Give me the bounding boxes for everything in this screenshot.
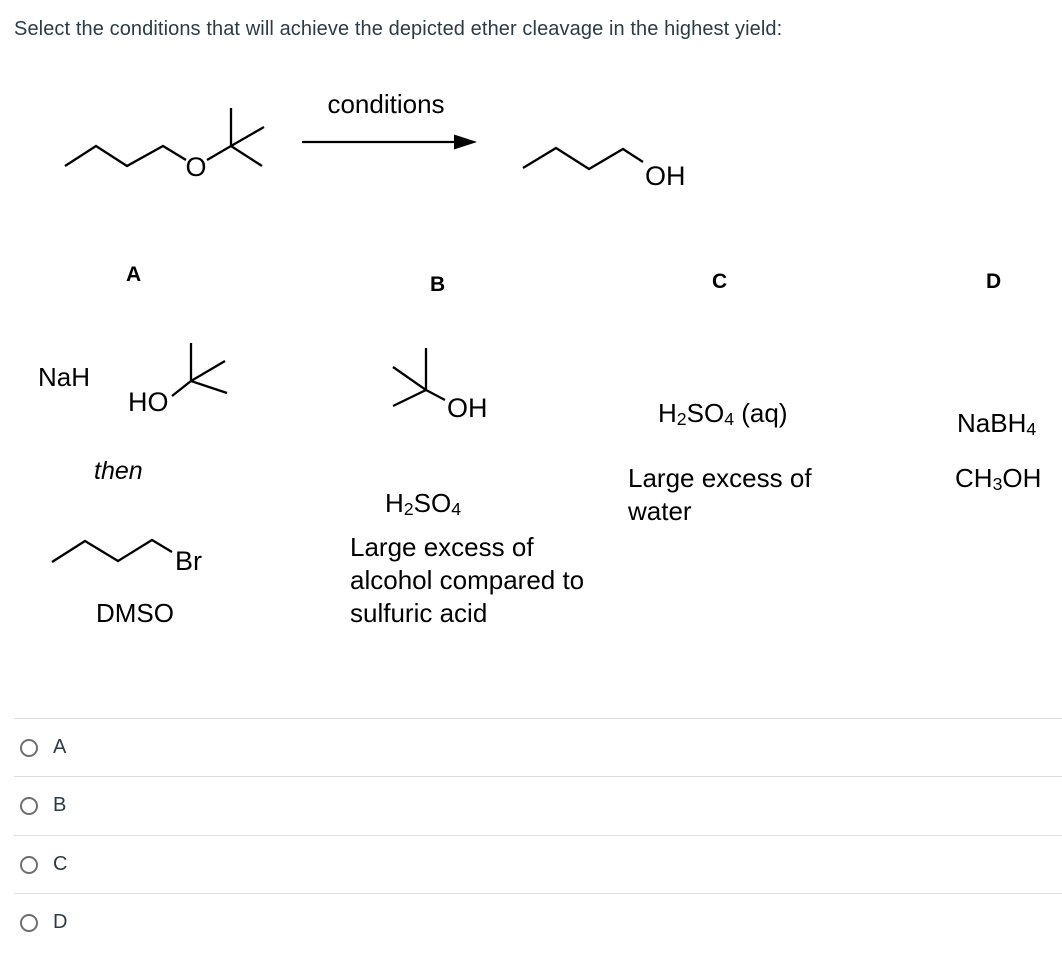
answer-row-d[interactable]: D xyxy=(14,893,1062,951)
formula-segment: OH xyxy=(1002,463,1042,493)
formula-subscript: 4 xyxy=(451,499,462,520)
radio-option-a[interactable] xyxy=(20,738,38,757)
arrowhead xyxy=(454,134,477,150)
answer-row-b[interactable]: B xyxy=(14,776,1062,834)
option-a-tert-butanol-structure: HO xyxy=(128,343,228,417)
question-prompt: Select the conditions that will achieve … xyxy=(14,18,783,40)
option-a-reagent: NaH xyxy=(38,362,91,392)
option-d-solvent-formula: CH3OH xyxy=(955,464,1041,493)
methyl-bond-lower-left xyxy=(392,388,427,408)
formula-subscript: 4 xyxy=(724,409,735,430)
option-a-then-label: then xyxy=(94,457,143,485)
formula-segment: H xyxy=(385,488,404,518)
radio-option-b[interactable] xyxy=(20,796,38,815)
ho-to-carbon-bond xyxy=(171,380,192,397)
answer-row-c[interactable]: C xyxy=(14,835,1062,893)
methyl-bond-upper-right xyxy=(230,126,265,147)
option-b-acid-formula: H2SO4 xyxy=(385,489,461,518)
option-a-header: A xyxy=(126,263,142,286)
option-a-solvent: DMSO xyxy=(96,598,174,628)
answer-label-a: A xyxy=(53,736,67,758)
option-c-header: C xyxy=(712,270,728,293)
methyl-bond-lower-right xyxy=(230,145,263,167)
butyl-chain-bond xyxy=(522,146,644,171)
option-c-note: Large excess of water xyxy=(628,463,812,526)
option-a-br-label: Br xyxy=(175,546,202,576)
formula-segment: SO xyxy=(413,488,452,518)
answer-row-a[interactable]: A xyxy=(14,718,1062,776)
reaction-arrow: conditions xyxy=(302,89,477,150)
option-b-tert-butanol-structure: OH xyxy=(392,348,488,423)
ether-oxygen-label: O xyxy=(185,152,206,182)
product-structure: OH xyxy=(522,146,686,191)
option-c-acid-formula: H2SO4 (aq) xyxy=(658,399,788,428)
formula-segment: H xyxy=(658,398,677,428)
formula-segment: SO xyxy=(686,398,725,428)
formula-segment: CH xyxy=(955,463,993,493)
carbon-to-oh-bond xyxy=(425,388,446,402)
option-b-header: B xyxy=(430,273,446,296)
option-a-butyl-bromide-structure: Br xyxy=(51,538,202,576)
butyl-chain-bond xyxy=(51,538,173,563)
formula-subscript: 2 xyxy=(403,499,414,520)
skeleton-bonds xyxy=(392,348,446,408)
answer-label-d: D xyxy=(53,911,68,933)
arrow-conditions-label: conditions xyxy=(327,89,444,119)
methyl-bond-upper-right xyxy=(190,360,226,382)
radio-option-c[interactable] xyxy=(20,855,38,874)
option-d-header: D xyxy=(986,270,1002,293)
formula-subscript: 2 xyxy=(676,409,687,430)
option-b-oh-label: OH xyxy=(447,393,488,423)
answer-label-c: C xyxy=(53,853,68,875)
skeleton-bonds xyxy=(171,343,228,397)
formula-segment: NaBH xyxy=(957,408,1027,438)
butyl-chain-bond xyxy=(64,144,187,168)
option-a-ho-label: HO xyxy=(128,387,169,417)
answer-label-b: B xyxy=(53,794,67,816)
formula-subscript: 4 xyxy=(1026,419,1037,440)
skeleton-bonds xyxy=(64,108,265,168)
product-oh-label: OH xyxy=(645,161,686,191)
o-to-carbon-bond xyxy=(206,145,232,161)
formula-segment: (aq) xyxy=(734,398,788,428)
methyl-bond-lower-right xyxy=(190,379,228,395)
radio-option-d[interactable] xyxy=(20,913,38,932)
option-b-note: Large excess of alcohol compared to sulf… xyxy=(350,532,585,628)
formula-subscript: 3 xyxy=(992,474,1003,495)
option-d-reagent-formula: NaBH4 xyxy=(957,409,1036,438)
methyl-bond-upper-left xyxy=(392,366,427,391)
reactant-structure: O xyxy=(64,108,265,182)
